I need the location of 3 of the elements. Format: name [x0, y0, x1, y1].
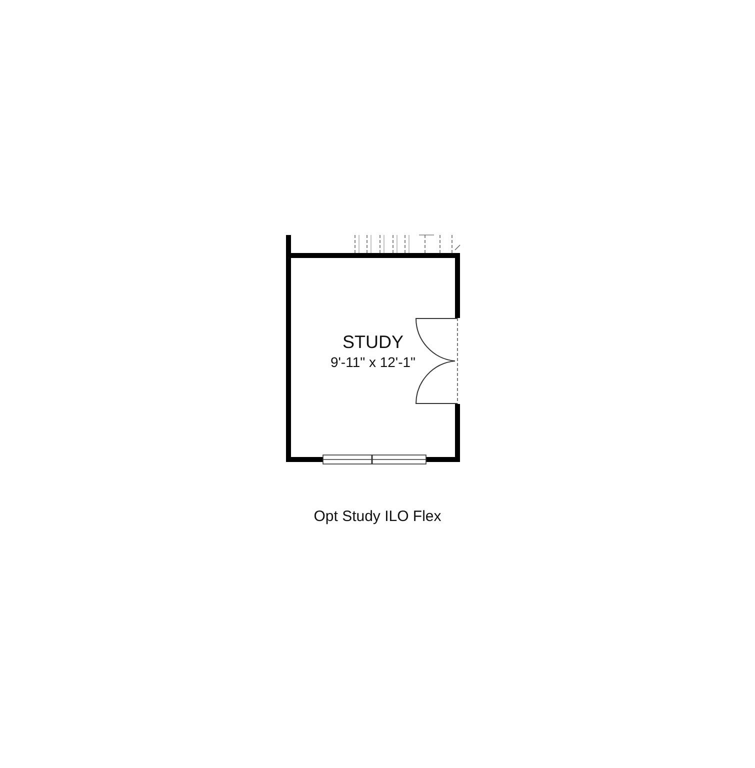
room-dimensions: 9'-11" x 12'-1"	[329, 354, 417, 370]
room-name: STUDY	[341, 332, 404, 353]
plan-caption: Opt Study ILO Flex	[312, 508, 442, 525]
